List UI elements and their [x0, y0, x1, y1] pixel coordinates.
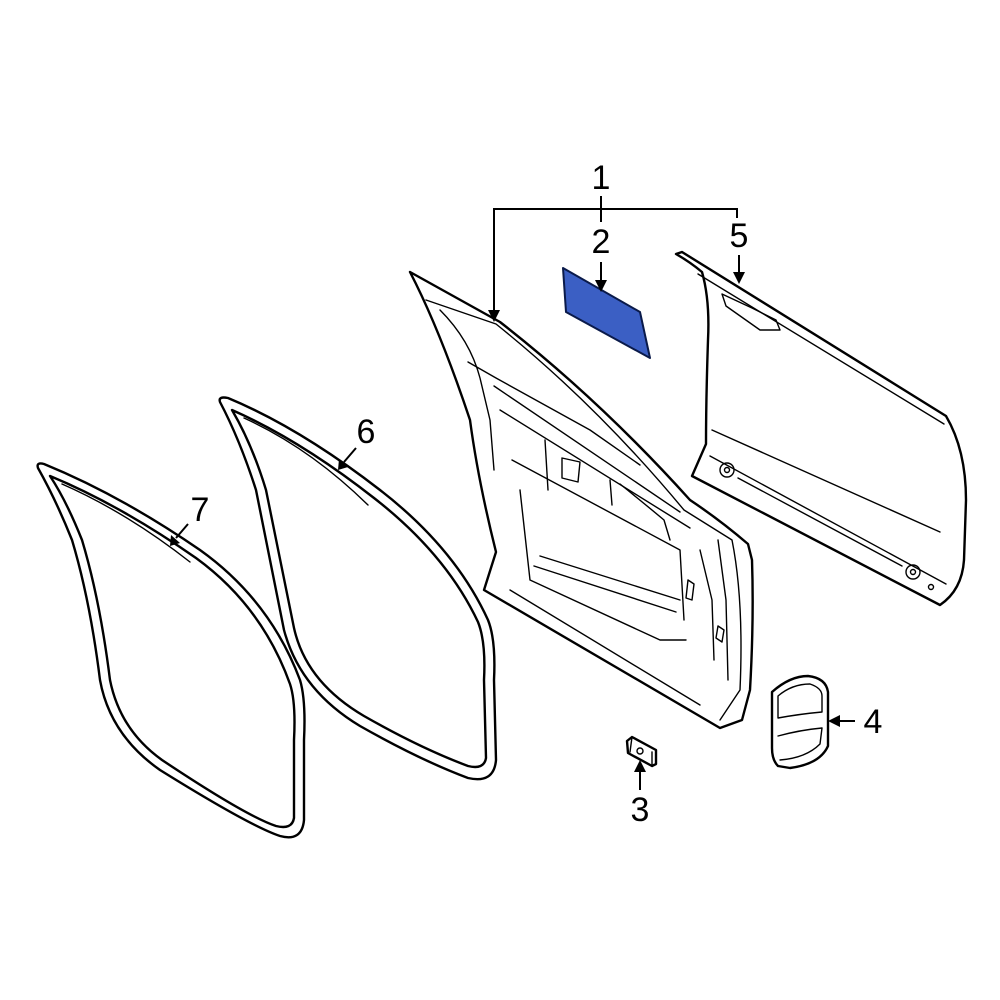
part-3-clip[interactable] — [625, 735, 658, 768]
leader-lines — [170, 196, 855, 790]
part-2-highlighted-panel[interactable] — [562, 267, 651, 359]
callout-5: 5 — [729, 217, 749, 255]
callout-6: 6 — [356, 413, 376, 451]
part-6-seal[interactable] — [218, 396, 498, 781]
part-7-seal[interactable] — [36, 462, 306, 839]
part-5-outer-door-skin[interactable] — [674, 250, 968, 607]
callout-7: 7 — [190, 491, 210, 529]
callout-2: 2 — [591, 223, 611, 261]
callout-3: 3 — [630, 791, 650, 829]
callout-4: 4 — [863, 703, 883, 741]
part-4-handle-cover[interactable] — [770, 674, 830, 770]
callout-1: 1 — [591, 159, 611, 197]
part-1-door-inner-shell[interactable] — [408, 270, 754, 730]
